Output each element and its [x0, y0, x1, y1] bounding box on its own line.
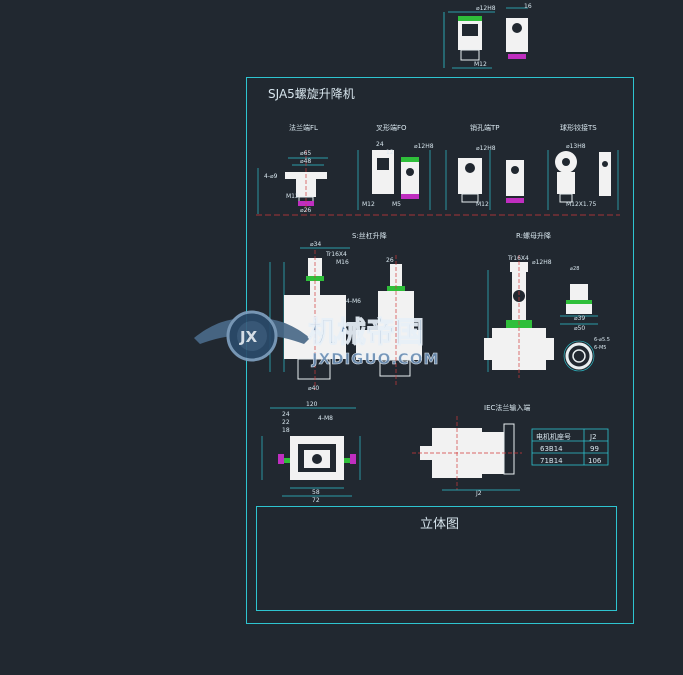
iec-input-view: J2	[412, 416, 522, 497]
s-side-view: 26 4-M6	[346, 255, 422, 385]
dim-fo-phi12h8: ⌀12H8	[414, 143, 434, 150]
spherical-end-ts: ⌀13H8 M12X1.75	[547, 143, 619, 210]
label-fo: 叉形端FO	[376, 123, 407, 132]
plan-view: 120 24 22 18 4-M8 58 72	[261, 401, 361, 504]
dim-p-24: 24	[282, 411, 290, 418]
dim-r-6-phi55: 6-⌀5.5	[594, 337, 610, 343]
motor-table-row2-frame: 71B14	[540, 457, 563, 465]
dim-top-16: 16	[524, 3, 532, 10]
dim-fo-m5: M5	[392, 201, 401, 208]
dim-fo-12: 12	[386, 149, 394, 156]
dim-p-4-m8: 4-M8	[318, 415, 333, 422]
dim-top-m12: M12	[474, 61, 487, 68]
watermark-url: JXDIGUO.COM	[311, 350, 439, 368]
dim-s-tr16x4: Tr16X4	[325, 251, 347, 258]
dim-fl-phi65: ⌀65	[300, 150, 311, 157]
top-detail: ⌀12H8 16 M12	[443, 3, 532, 69]
dim-fl-4-phi9: 4-⌀9	[264, 173, 278, 180]
motor-table-row1-j2: 99	[590, 445, 599, 453]
fork-end-fo: 24 12 ⌀12H8 M12 M5	[357, 141, 434, 210]
motor-table-header-frame: 电机机座号	[536, 432, 571, 441]
label-iec: IEC法兰输入端	[484, 403, 530, 412]
top-side-view	[506, 18, 528, 52]
dim-fl-phi26: ⌀26	[300, 207, 311, 214]
dim-s-26: 26	[386, 257, 394, 264]
watermark: JX 机械帝国 JXDIGUO.COM	[194, 310, 439, 368]
dim-s-phi34: ⌀34	[310, 241, 321, 248]
label-tp: 销孔端TP	[470, 123, 500, 132]
dim-fl-m12: M12	[286, 193, 299, 200]
dim-fl-phi48: ⌀48	[300, 158, 311, 165]
dim-tp-m12: M12	[476, 201, 489, 208]
drawing-title: SJA5螺旋升降机	[268, 87, 355, 101]
dim-r-tr16x4: Tr16X4	[507, 255, 529, 262]
top-fork-cap	[458, 16, 482, 21]
motor-table-header-j2: J2	[589, 433, 597, 441]
solid-view-box	[256, 506, 617, 611]
dim-ts-phi13h8: ⌀13H8	[566, 143, 586, 150]
dim-r-phi28: ⌀28	[570, 266, 579, 272]
dim-fo-m12: M12	[362, 201, 375, 208]
motor-table-row1-frame: 63B14	[540, 445, 563, 453]
label-fl: 法兰端FL	[289, 123, 318, 132]
dim-s-4-m6: 4-M6	[346, 298, 361, 305]
motor-table: 电机机座号 J2 63B14 99 71B14 106	[531, 428, 609, 466]
s-front-view: ⌀34 Tr16X4 M16 ⌀40	[269, 241, 350, 392]
watermark-brand: 机械帝国	[308, 315, 424, 349]
dim-r-phi50: ⌀50	[574, 325, 585, 332]
dim-s-phi40: ⌀40	[308, 385, 319, 392]
label-s: S:丝杠升降	[352, 231, 387, 240]
dim-ts-m12x175: M12X1.75	[566, 201, 596, 208]
dim-p-22: 22	[282, 419, 290, 426]
r-nut-detail: ⌀28 ⌀39 ⌀50 6-⌀5.5 6-M5	[560, 266, 610, 372]
dim-iec-j2: J2	[475, 490, 482, 497]
watermark-logo-letters: JX	[239, 328, 258, 346]
dim-r-phi39: ⌀39	[574, 315, 585, 322]
dim-p-72: 72	[312, 497, 320, 504]
label-r: R:螺母升降	[516, 231, 551, 240]
dim-fo-24: 24	[376, 141, 384, 148]
motor-table-row2-j2: 106	[588, 457, 602, 465]
dim-p-120: 120	[306, 401, 318, 408]
label-ts: 球形铰接TS	[560, 123, 597, 132]
dim-r-6-m5: 6-M5	[594, 345, 606, 351]
dim-tp-phi12h8: ⌀12H8	[476, 145, 496, 152]
dim-top-phi12h8: ⌀12H8	[476, 5, 496, 12]
label-solid: 立体图	[420, 517, 459, 532]
dim-s-m16: M16	[336, 259, 349, 266]
dim-r-phi12h8: ⌀12H8	[532, 259, 552, 266]
pin-end-tp: ⌀12H8 M12	[445, 145, 524, 210]
dim-p-18: 18	[282, 427, 290, 434]
flange-end-fl: ⌀65 ⌀48 4-⌀9 M12 ⌀26	[257, 150, 328, 214]
r-front-view: Tr16X4 ⌀12H8	[484, 255, 554, 378]
dim-p-58: 58	[312, 489, 320, 496]
